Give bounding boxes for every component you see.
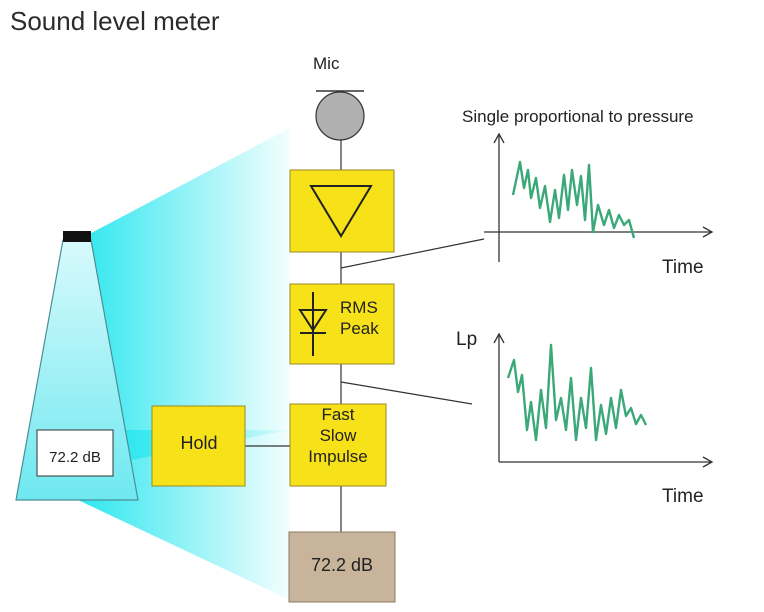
hold-block xyxy=(151,405,246,487)
detector-label-peak: Peak xyxy=(340,319,379,338)
diode-icon xyxy=(298,292,328,356)
detector-label-rms: RMS xyxy=(340,298,378,317)
mic-icon xyxy=(315,91,365,141)
meter-display-value: 72.2 dB xyxy=(49,449,101,466)
bottom-graph-axes xyxy=(493,332,714,468)
amplifier-block xyxy=(289,169,395,253)
time-weighting-label: Fast Slow Impulse xyxy=(290,404,386,467)
zoom-beam-upper xyxy=(78,128,290,470)
detector-block xyxy=(289,283,395,365)
leader-line-bottom xyxy=(340,381,473,405)
top-graph-title: Single proportional to pressure xyxy=(462,107,694,126)
top-graph-axes xyxy=(484,132,714,262)
time-weighting-fast: Fast xyxy=(321,405,355,424)
diagram-title: Sound level meter xyxy=(10,6,220,36)
bottom-graph-x-label: Time xyxy=(662,486,704,507)
time-weighting-impulse: Impulse xyxy=(308,447,368,466)
output-value: 72.2 dB xyxy=(310,555,374,575)
leader-line-top xyxy=(340,238,485,269)
meter-tip xyxy=(63,231,91,242)
time-weighting-block xyxy=(289,403,387,487)
hold-label: Hold xyxy=(180,433,218,453)
bottom-graph-trace xyxy=(506,343,648,442)
top-graph-x-label: Time xyxy=(662,257,704,278)
mic-label: Mic xyxy=(313,54,340,73)
detector-label: RMS Peak xyxy=(340,297,398,339)
time-weighting-slow: Slow xyxy=(319,426,357,445)
bottom-graph-y-label: Lp xyxy=(456,329,478,350)
top-graph-trace xyxy=(511,160,636,239)
output-block xyxy=(288,531,396,603)
amplifier-icon xyxy=(309,185,373,238)
meter-display xyxy=(36,429,114,477)
